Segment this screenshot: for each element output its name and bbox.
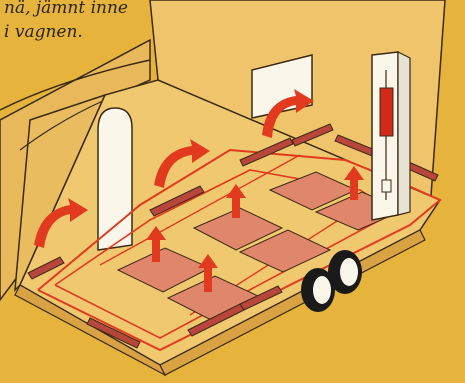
caption-line-1: nä, jämnt inne xyxy=(4,0,128,20)
boiler-valve xyxy=(382,180,391,192)
wheel-icon xyxy=(328,250,362,294)
boiler-tank xyxy=(380,88,393,136)
caption-line-2: i vagnen. xyxy=(4,20,128,44)
caption: nä, jämnt inne i vagnen. xyxy=(4,0,128,44)
door xyxy=(98,108,132,250)
boiler-column-side xyxy=(398,52,410,215)
